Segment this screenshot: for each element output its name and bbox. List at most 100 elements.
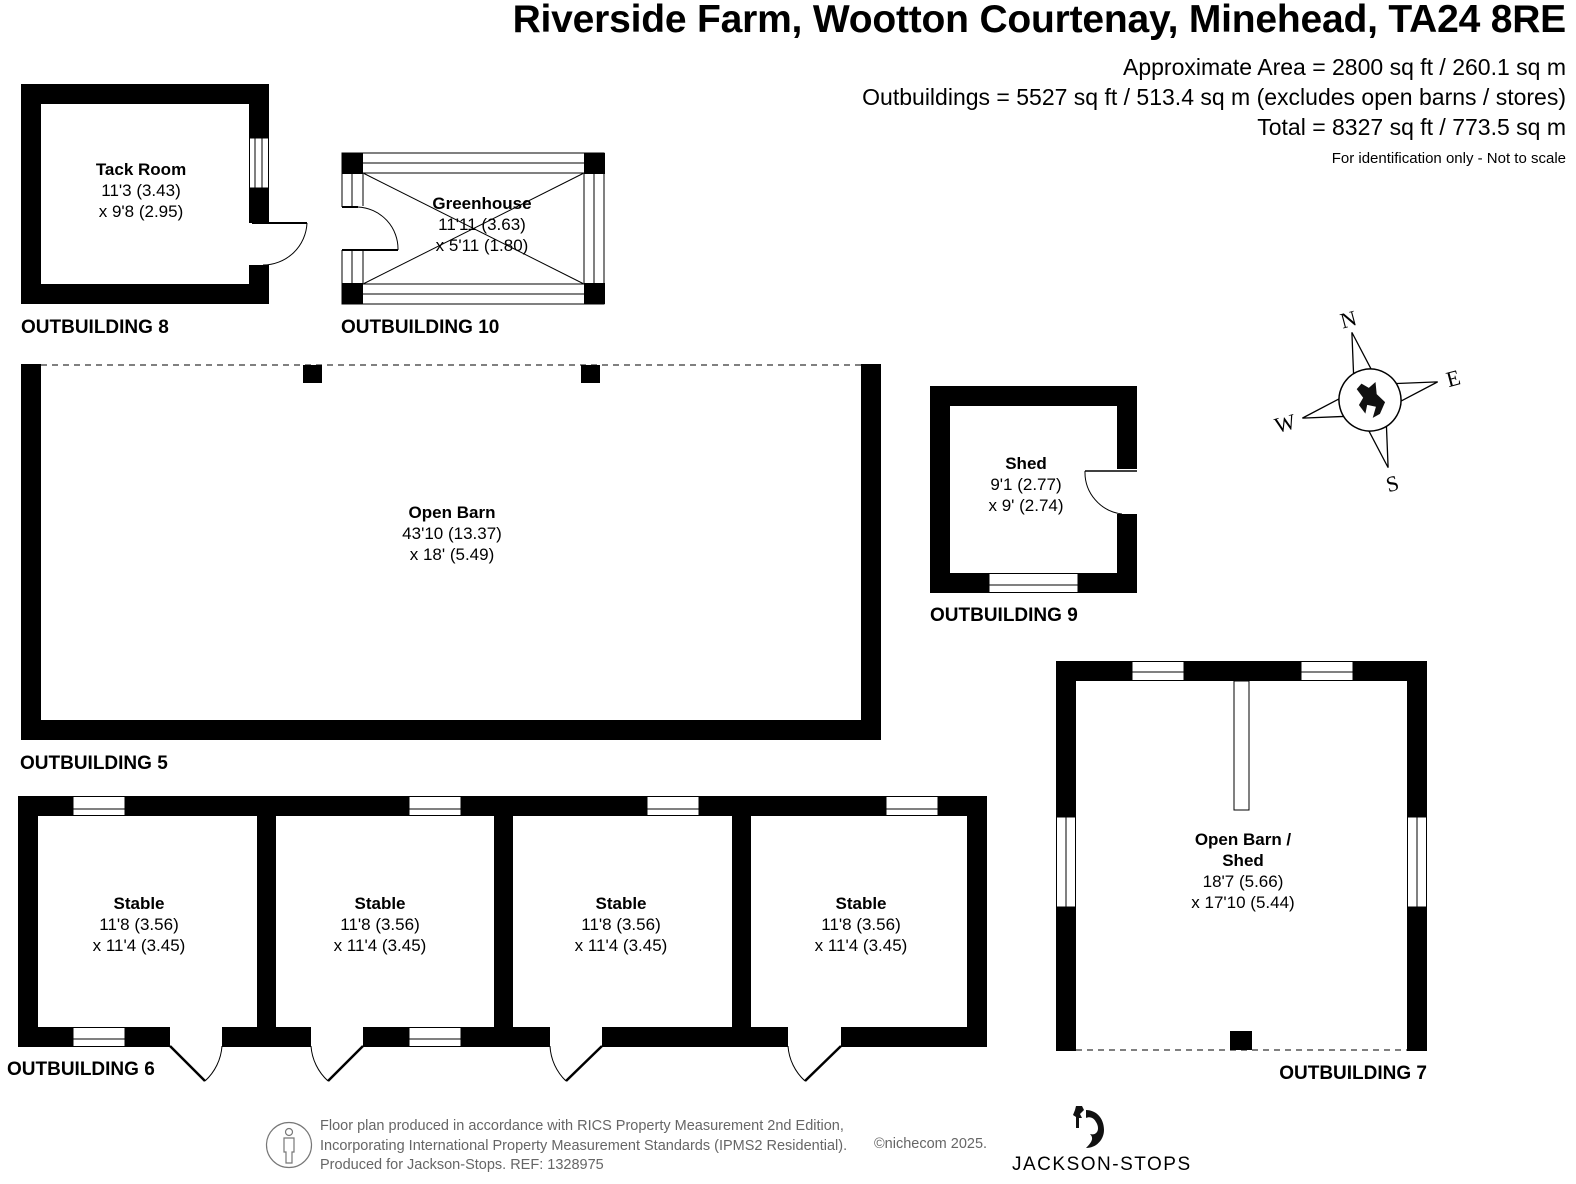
outbuilding-label: OUTBUILDING 8 [21, 317, 169, 338]
window [1407, 816, 1427, 908]
wall [257, 796, 276, 1047]
room-dimension: x 11'4 (3.45) [93, 936, 186, 955]
room-name: Open Barn / [1195, 830, 1292, 849]
compass-west: W [1272, 408, 1299, 438]
outbuilding-6: Stable 11'8 (3.56) x 11'4 (3.45) Stable … [7, 796, 987, 1082]
outbuilding-label: OUTBUILDING 7 [1279, 1063, 1427, 1084]
wall [861, 364, 881, 740]
room-dimension: x 17'10 (5.44) [1191, 893, 1294, 912]
approximate-area: Approximate Area = 2800 sq ft / 260.1 sq… [1122, 54, 1566, 80]
door-swing [169, 1045, 223, 1082]
footer-notes: Floor plan produced in accordance with R… [320, 1117, 847, 1176]
wall [18, 796, 38, 1047]
room-dimension: x 11'4 (3.45) [815, 936, 908, 955]
room-dimension: 11'8 (3.56) [99, 915, 178, 934]
wall [249, 265, 269, 304]
window [408, 796, 462, 816]
corner-post [584, 153, 605, 174]
room-dimension: x 18' (5.49) [410, 545, 495, 564]
corner-post [342, 153, 363, 174]
stable-room: Stable 11'8 (3.56) x 11'4 (3.45) [334, 894, 427, 955]
wall [967, 796, 987, 1047]
wall [841, 1027, 987, 1047]
room-name: Shed [1222, 851, 1264, 870]
room-dimension: 18'7 (5.66) [1203, 872, 1284, 891]
room-dimension: 11'8 (3.56) [340, 915, 419, 934]
outbuilding-8: Tack Room 11'3 (3.43) x 9'8 (2.95) OUTBU… [21, 84, 308, 338]
wall [249, 188, 269, 223]
outbuilding-9: Shed 9'1 (2.77) x 9' (2.74) OUTBUILDING … [930, 386, 1137, 626]
room-dimension: 11'11 (3.63) [438, 215, 526, 234]
outbuilding-label: OUTBUILDING 5 [20, 753, 168, 774]
room-name: Open Barn [409, 503, 496, 522]
person-icon [265, 1121, 313, 1169]
brand-name: JACKSON-STOPS [1012, 1154, 1192, 1175]
room-dimension: x 9' (2.74) [988, 496, 1063, 515]
stable-room: Stable 11'8 (3.56) x 11'4 (3.45) [93, 894, 186, 955]
outbuilding-7: Open Barn / Shed 18'7 (5.66) x 17'10 (5.… [1056, 661, 1427, 1084]
wall [602, 1027, 788, 1047]
window [1056, 816, 1076, 908]
room-dimension: x 9'8 (2.95) [99, 202, 184, 221]
compass-south: S [1383, 470, 1401, 497]
window [988, 573, 1079, 593]
door-swing [342, 206, 399, 251]
room-dimension: 43'10 (13.37) [402, 524, 502, 543]
wall [930, 386, 950, 593]
wall [1117, 386, 1137, 469]
footer-line: Incorporating International Property Mea… [320, 1137, 848, 1154]
compass-rose-icon: N S E W [1272, 305, 1463, 497]
wall [21, 364, 41, 740]
window [72, 1027, 126, 1047]
total-area: Total = 8327 sq ft / 773.5 sq m [1257, 114, 1566, 140]
stable-room: Stable 11'8 (3.56) x 11'4 (3.45) [815, 894, 908, 955]
door-swing [252, 222, 308, 266]
wall [930, 386, 1137, 406]
wall [21, 284, 269, 304]
outbuilding-5: Open Barn 43'10 (13.37) x 18' (5.49) OUT… [20, 364, 881, 774]
room-name: Stable [354, 894, 405, 913]
window [408, 1027, 462, 1047]
room-name: Stable [113, 894, 164, 913]
pillar [581, 365, 600, 383]
door-swing [1084, 470, 1137, 515]
compass-north: N [1337, 305, 1359, 333]
outbuilding-10: Greenhouse 11'11 (3.63) x 5'11 (1.80) OU… [341, 152, 605, 338]
compass-east: E [1443, 364, 1462, 392]
window [72, 796, 126, 816]
footer-line: Floor plan produced in accordance with R… [320, 1118, 844, 1134]
wall [21, 84, 269, 104]
room-name: Stable [835, 894, 886, 913]
window [1300, 661, 1354, 681]
wall [222, 1027, 311, 1047]
window [885, 796, 939, 816]
corner-post [342, 283, 363, 304]
jackson-stops-logo-icon [1073, 1106, 1104, 1148]
outbuilding-label: OUTBUILDING 9 [930, 605, 1078, 626]
wall [21, 84, 41, 304]
room-dimension: 9'1 (2.77) [990, 475, 1061, 494]
wall [930, 573, 989, 593]
roof-cross [362, 172, 585, 285]
wall [1056, 661, 1427, 681]
footer-line: Produced for Jackson-Stops. REF: 1328975 [320, 1157, 604, 1173]
wall [1078, 573, 1137, 593]
corner-post [584, 283, 605, 304]
window [249, 137, 269, 189]
partition [1233, 680, 1250, 811]
door-swing [549, 1045, 603, 1082]
room-dimension: x 11'4 (3.45) [575, 936, 668, 955]
pillar [1230, 1031, 1252, 1050]
room-dimension: 11'8 (3.56) [581, 915, 660, 934]
wall [494, 796, 513, 1047]
room-dimension: x 11'4 (3.45) [334, 936, 427, 955]
room-name: Stable [595, 894, 646, 913]
stable-room: Stable 11'8 (3.56) x 11'4 (3.45) [575, 894, 668, 955]
wall [21, 720, 881, 740]
window [646, 796, 700, 816]
outbuilding-label: OUTBUILDING 10 [341, 317, 499, 338]
plan-title: Riverside Farm, Wootton Courtenay, Mineh… [512, 0, 1567, 41]
wall [249, 84, 269, 138]
outbuilding-label: OUTBUILDING 6 [7, 1059, 155, 1080]
